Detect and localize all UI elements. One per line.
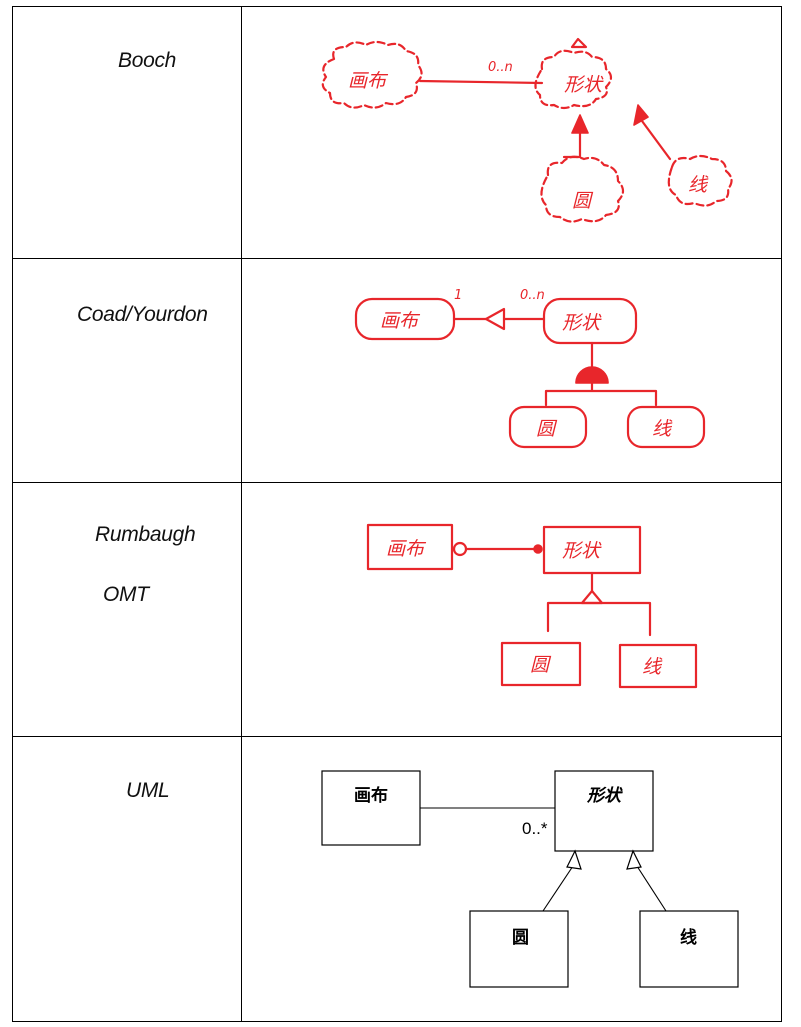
label-cell-booch: Booch	[12, 6, 242, 259]
booch-shape-cloud	[534, 49, 613, 110]
uml-line-arrowhead	[626, 849, 642, 870]
uml-circle-text: 圆	[512, 928, 529, 948]
omt-line-box	[618, 643, 698, 689]
uml-circle-class	[469, 910, 569, 988]
coad-canvas-text: 画布	[380, 310, 421, 332]
diagram-cell-uml: 画布 0..* 形状 圆 线	[241, 736, 782, 1022]
rumbaugh-diagram: 画布 形状 圆 线	[366, 523, 698, 689]
uml-diagram: 画布 0..* 形状 圆 线	[321, 770, 739, 988]
booch-circle-text: 圆	[572, 190, 594, 212]
uml-line-generalization	[634, 862, 667, 912]
diagram-cell-coad: 画布 1 0..n 形状 圆 线	[241, 258, 782, 483]
notation-comparison-table: Booch 画布 0..n 形状	[12, 6, 782, 1022]
booch-association-line	[418, 79, 544, 85]
row-coad-yourdon: Coad/Yourdon 画布 1 0..n 形状 圆 线	[12, 258, 782, 483]
omt-gen-branch	[546, 601, 652, 637]
booch-abstract-marker	[570, 37, 588, 49]
uml-circle-arrowhead	[566, 849, 582, 870]
row-booch: Booch 画布 0..n 形状	[12, 6, 782, 259]
uml-line-text: 线	[680, 927, 697, 948]
omt-shape-text: 形状	[562, 540, 602, 562]
notation-label-omt: OMT	[103, 583, 149, 606]
coad-line-box	[626, 405, 706, 449]
uml-line-class	[639, 910, 739, 988]
coad-whole-part-triangle	[484, 307, 506, 331]
notation-label-uml: UML	[126, 779, 170, 802]
coad-circle-box	[508, 405, 588, 449]
coad-line-text: 线	[652, 418, 673, 440]
uml-shape-class	[554, 770, 654, 852]
omt-gen-triangle	[580, 589, 604, 605]
diagram-cell-rumbaugh: 画布 形状 圆 线	[241, 482, 782, 737]
row-uml: UML 画布 0..* 形状 圆 线	[12, 736, 782, 1022]
notation-label-booch: Booch	[118, 49, 177, 72]
booch-canvas-text: 画布	[348, 70, 389, 92]
coad-gen-semicircle	[575, 366, 609, 384]
omt-aggregation-diamond	[452, 541, 468, 557]
coad-one-mark: 1	[454, 288, 462, 303]
uml-canvas-class	[321, 770, 421, 846]
booch-shape-text: 形状	[564, 74, 604, 96]
omt-many-dot	[533, 544, 543, 554]
notation-label-rumbaugh: Rumbaugh	[95, 523, 196, 546]
coad-circle-text: 圆	[536, 418, 558, 440]
coad-diagram: 画布 1 0..n 形状 圆 线	[354, 288, 706, 449]
booch-line-arrowhead	[633, 104, 649, 126]
booch-multiplicity: 0..n	[488, 60, 513, 75]
booch-circle-cloud	[540, 155, 625, 223]
omt-circle-box	[500, 641, 582, 687]
diagram-cell-booch: 画布 0..n 形状 圆 线	[241, 6, 782, 259]
row-rumbaugh: Rumbaugh OMT 画布 形状 圆 线	[12, 482, 782, 737]
uml-canvas-text: 画布	[354, 785, 388, 806]
omt-canvas-text: 画布	[386, 538, 427, 560]
booch-line-inherit-line	[640, 119, 672, 161]
coad-shape-text: 形状	[562, 312, 602, 334]
notation-label-coad: Coad/Yourdon	[77, 303, 208, 326]
booch-circle-inherit-line	[562, 129, 582, 159]
label-cell-rumbaugh: Rumbaugh OMT	[12, 482, 242, 737]
booch-line-text: 线	[688, 174, 709, 196]
booch-canvas-cloud	[321, 40, 423, 109]
booch-diagram: 画布 0..n 形状 圆 线	[321, 37, 733, 223]
coad-shape-box	[542, 297, 638, 345]
label-cell-coad: Coad/Yourdon	[12, 258, 242, 483]
coad-gen-branch	[544, 381, 658, 407]
coad-multiplicity: 0..n	[520, 288, 545, 303]
uml-circle-generalization	[542, 862, 576, 912]
omt-line-text: 线	[642, 656, 663, 678]
booch-line-cloud	[667, 154, 733, 207]
omt-circle-text: 圆	[530, 654, 552, 676]
omt-canvas-box	[366, 523, 454, 571]
uml-multiplicity: 0..*	[522, 819, 548, 838]
label-cell-uml: UML	[12, 736, 242, 1022]
uml-shape-text: 形状	[586, 786, 623, 806]
